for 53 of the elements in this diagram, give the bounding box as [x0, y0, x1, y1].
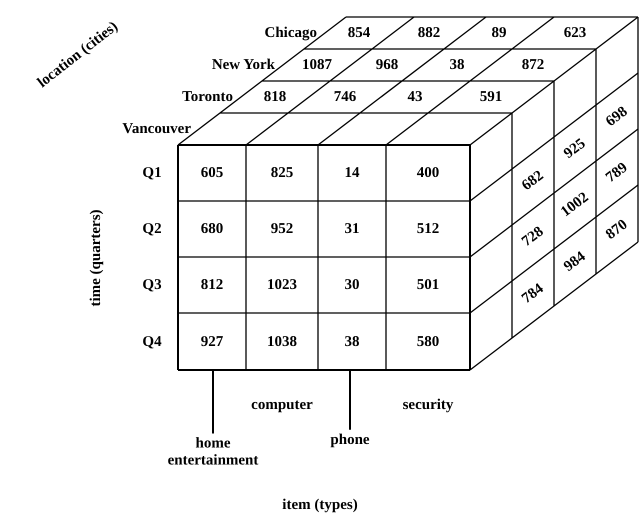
quarter-label: Q2: [142, 220, 162, 238]
cell-value: 623: [564, 24, 586, 42]
category-label: phone: [330, 432, 370, 448]
cell-value: 1002: [558, 189, 592, 221]
city-label: Toronto: [182, 88, 233, 106]
cell-value: 38: [344, 333, 360, 350]
city-label: Vancouver: [122, 120, 191, 138]
cell-value: 1023: [267, 276, 297, 294]
cell-value: 89: [492, 24, 506, 42]
quarter-label: Q3: [142, 276, 162, 294]
axis-title: item (types): [282, 496, 358, 514]
cell-value: 927: [200, 333, 224, 350]
cell-value: 925: [561, 136, 589, 162]
cell-value: 746: [334, 88, 356, 106]
cell-value: 784: [519, 280, 547, 307]
leader-line: [212, 371, 214, 434]
category-label: computer: [251, 396, 313, 414]
cell-value: 580: [416, 333, 440, 350]
cell-value: 680: [200, 220, 224, 238]
cell-value: 984: [561, 248, 589, 275]
axis-title: time (quarters): [88, 209, 104, 307]
cell-value: 1038: [267, 333, 297, 350]
city-label: Chicago: [264, 24, 317, 42]
cell-value: 870: [603, 216, 631, 243]
cell-value: 30: [344, 276, 360, 294]
leader-line: [349, 371, 351, 430]
cell-value: 698: [603, 104, 631, 130]
cell-value: 400: [416, 164, 440, 182]
cell-value: 818: [264, 88, 286, 106]
quarter-label: Q4: [142, 333, 162, 350]
cell-value: 43: [408, 88, 422, 106]
cell-value: 38: [450, 56, 464, 74]
cell-value: 854: [348, 24, 370, 42]
cell-value: 882: [418, 24, 440, 42]
cell-value: 872: [522, 56, 544, 74]
cell-value: 591: [480, 88, 502, 106]
cell-value: 605: [200, 164, 224, 182]
cell-value: 812: [200, 276, 224, 294]
category-label: security: [402, 396, 454, 414]
cell-value: 14: [344, 164, 360, 182]
cell-value: 512: [416, 220, 440, 238]
cell-value: 31: [344, 220, 360, 238]
city-label: New York: [212, 56, 275, 74]
cell-value: 682: [519, 168, 547, 194]
cell-value: 968: [376, 56, 398, 74]
cell-value: 952: [270, 220, 294, 238]
cell-value: 728: [519, 224, 547, 250]
category-label: home entertainment: [163, 436, 263, 468]
cell-value: 789: [603, 160, 631, 186]
cell-value: 1087: [302, 56, 332, 74]
cell-value: 501: [416, 276, 440, 294]
quarter-label: Q1: [142, 164, 162, 182]
cell-value: 825: [270, 164, 294, 182]
